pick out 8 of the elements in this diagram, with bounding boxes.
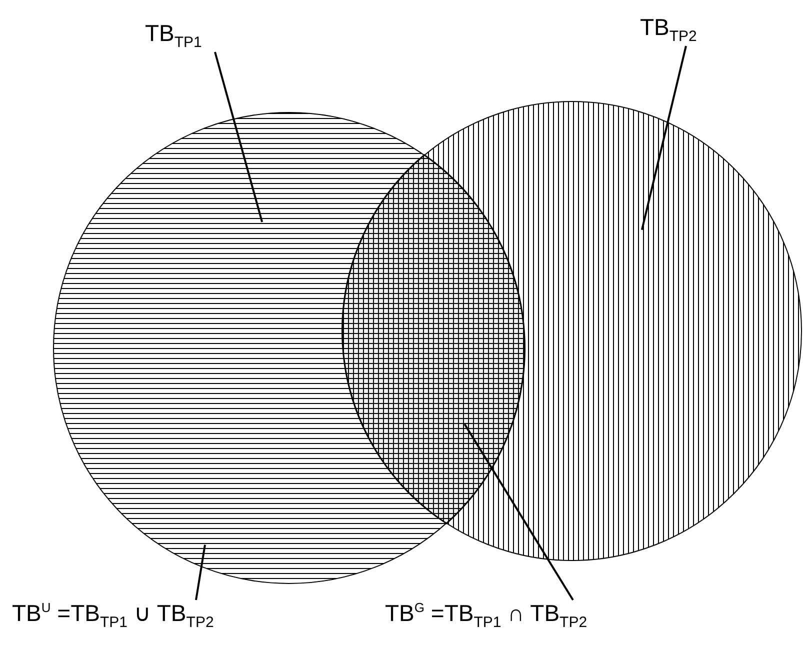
set-label: TB$_{TP2}$ xyxy=(640,14,697,46)
set-label: TB$^{G}$ =TB$_{TP1}$ ∩ TB$_{TP2}$ xyxy=(385,600,588,632)
leader-line xyxy=(640,46,687,230)
intersection-region xyxy=(342,154,526,524)
set-label: TB$^{U}$ =TB$_{TP1}$ ∪ TB$_{TP2}$ xyxy=(12,600,214,632)
leader-line xyxy=(214,52,264,222)
leader-line xyxy=(195,544,206,600)
set-label: TB$_{TP1}$ xyxy=(145,20,202,52)
